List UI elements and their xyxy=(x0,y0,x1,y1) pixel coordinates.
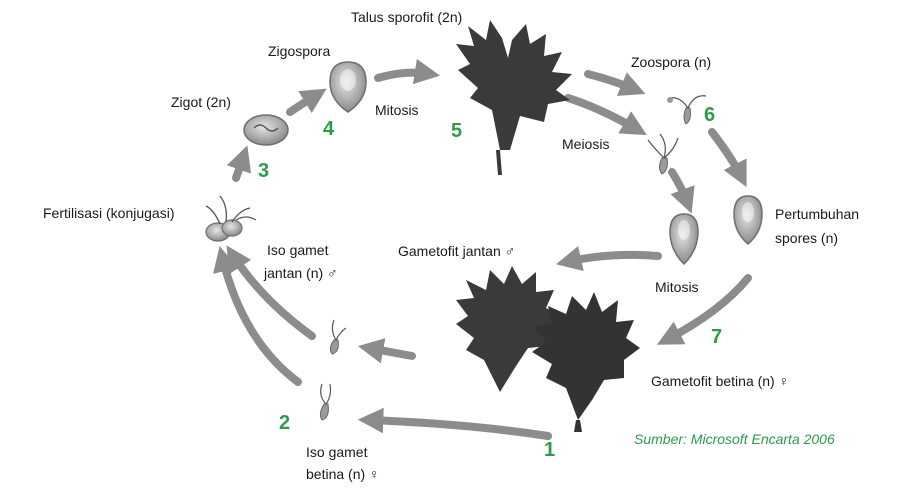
sporofit-thallus-image xyxy=(456,20,572,175)
label-iso-betina-line2: betina (n) ♀ xyxy=(306,466,380,482)
label-iso-jantan-line1: Iso gamet xyxy=(267,242,329,258)
label-mitosis-top: Mitosis xyxy=(375,102,419,118)
arrow-isobetina-to-fertilisasi xyxy=(213,246,302,386)
arrow-sporofit-to-zoospora xyxy=(584,70,646,96)
arrow-meiosis-to-mitosis xyxy=(668,168,695,214)
meiosis-zoospora-image xyxy=(647,133,679,175)
arrow-fertilisasi-to-zigot xyxy=(226,145,252,182)
zigot-cell-image xyxy=(243,114,289,146)
step-number-1: 1 xyxy=(544,439,556,461)
label-fertilisasi: Fertilisasi (konjugasi) xyxy=(43,205,175,221)
spores-growth-cell-image xyxy=(733,195,763,245)
arrow-betina-to-isogamet xyxy=(357,407,552,440)
step-number-7: 7 xyxy=(711,326,723,348)
label-pertumbuhan-line1: Pertumbuhan xyxy=(775,206,860,222)
label-mitosis-right: Mitosis xyxy=(655,279,699,295)
mitosis-cell-image xyxy=(669,213,699,266)
step-number-3: 3 xyxy=(258,160,270,182)
label-gametofit-betina: Gametofit betina (n) ♀ xyxy=(651,373,790,389)
label-iso-betina-line1: Iso gamet xyxy=(306,444,368,460)
label-gametofit-jantan: Gametofit jantan ♂ xyxy=(398,243,516,259)
label-meiosis: Meiosis xyxy=(562,136,610,152)
iso-gamet-jantan-image xyxy=(329,319,347,355)
label-zoospora: Zoospora (n) xyxy=(631,54,712,70)
iso-gamet-betina-image xyxy=(319,383,332,421)
source-caption: Sumber: Microsoft Encarta 2006 xyxy=(634,431,835,447)
fertilisasi-cells-image xyxy=(205,195,257,242)
label-zigospora: Zigospora xyxy=(268,43,331,59)
label-zigot: Zigot (2n) xyxy=(171,94,231,110)
arrow-mitosis-to-gametofit-jantan xyxy=(556,246,662,272)
label-iso-jantan-line2: jantan (n) ♂ xyxy=(264,265,338,281)
arrow-spores-to-gametofit-betina xyxy=(656,274,752,345)
gametofit-betina-thallus-image xyxy=(532,292,640,432)
step-number-2: 2 xyxy=(279,412,291,434)
zigospora-cell-image xyxy=(329,61,367,113)
zoospora-cells-image xyxy=(667,95,707,125)
arrow-zoospora-to-spores xyxy=(708,128,747,188)
step-number-4: 4 xyxy=(323,118,335,140)
step-number-5: 5 xyxy=(451,120,463,142)
arrow-zigot-to-zigospora xyxy=(286,88,327,116)
step-number-6: 6 xyxy=(704,104,716,126)
gametofit-jantan-thallus-image xyxy=(456,266,562,392)
label-talus-sporofit: Talus sporofit (2n) xyxy=(351,9,463,25)
arrow-sporofit-meiosis xyxy=(564,94,647,136)
arrow-zigospora-to-sporofit xyxy=(374,58,441,85)
arrow-isojantan-to-fertilisasi xyxy=(226,245,316,340)
label-pertumbuhan-line2: spores (n) xyxy=(775,230,839,246)
arrow-jantan-to-isogamet xyxy=(357,338,416,364)
